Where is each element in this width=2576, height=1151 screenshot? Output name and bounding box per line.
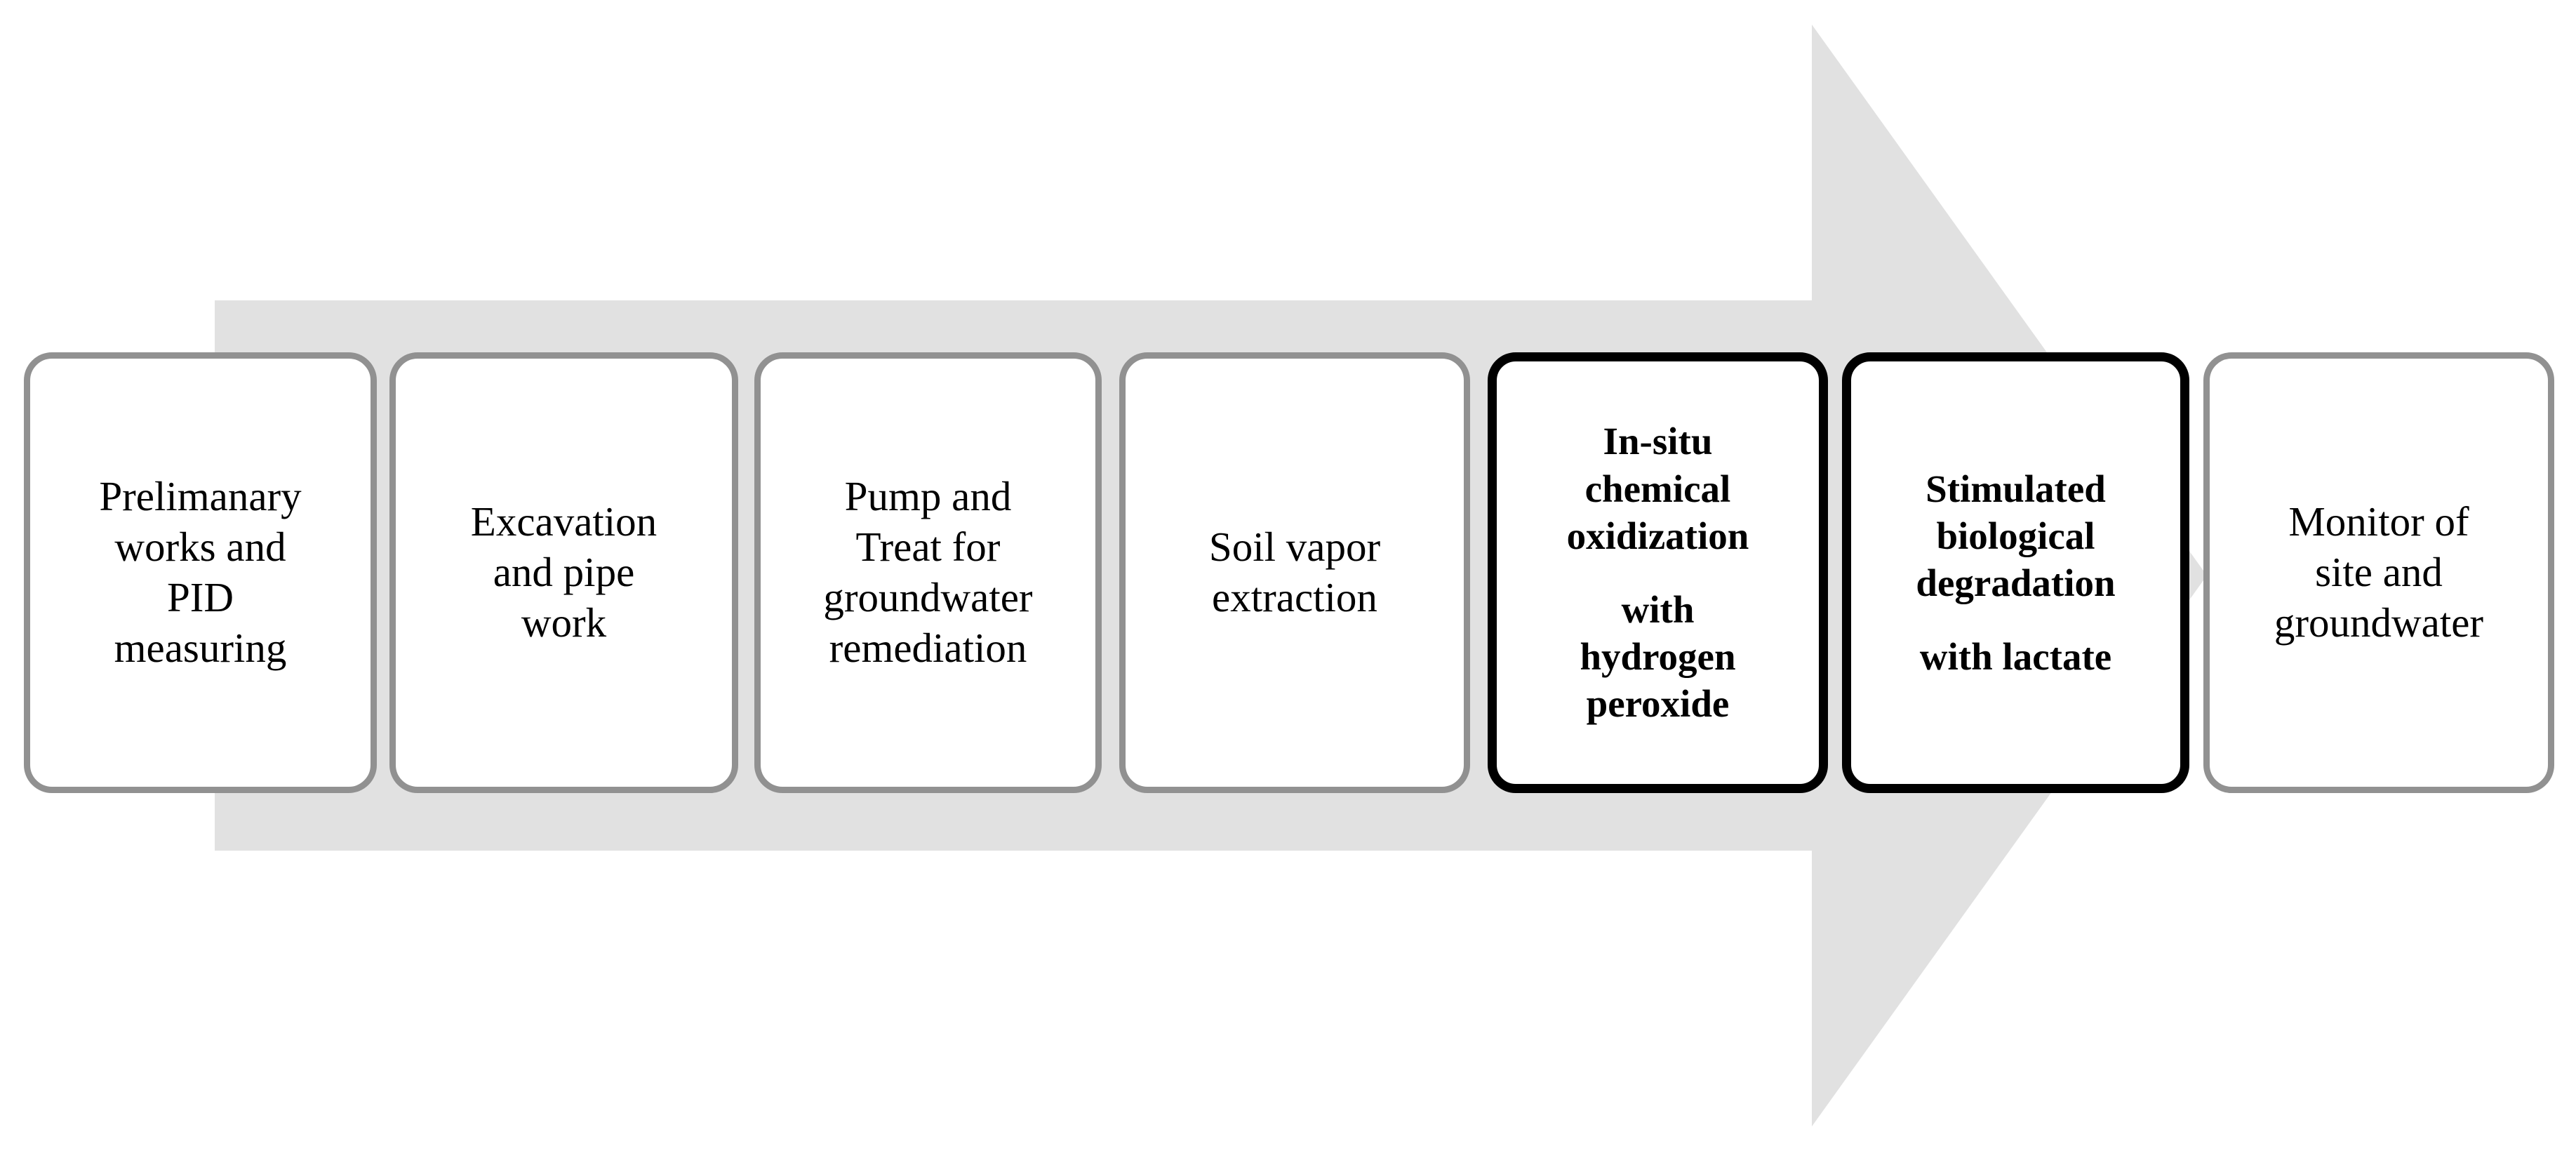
step-line: Monitor of bbox=[2288, 498, 2469, 545]
step-line: works and bbox=[114, 524, 286, 571]
step-line: PID bbox=[166, 574, 234, 620]
step-line: Soil vapor bbox=[1208, 524, 1381, 571]
process-steps-row: Prelimanary works and PID measuring Exca… bbox=[0, 352, 2576, 793]
step-line: with lactate bbox=[1919, 635, 2112, 679]
step-line-gap bbox=[1507, 559, 1809, 587]
step-box-pump-and-treat[interactable]: Pump and Treat for groundwater remediati… bbox=[754, 352, 1102, 793]
step-line: In-situ bbox=[1603, 420, 1713, 463]
step-line: remediation bbox=[829, 624, 1027, 671]
step-box-stimulated-biological-degradation[interactable]: Stimulated biological degradation with l… bbox=[1842, 352, 2189, 793]
step-label-in-situ-chemical-oxidization: In-situ chemical oxidization with hydrog… bbox=[1497, 418, 1819, 727]
step-label-stimulated-biological-degradation: Stimulated biological degradation with l… bbox=[1851, 465, 2180, 681]
step-line: measuring bbox=[114, 624, 287, 671]
step-label-pump-and-treat: Pump and Treat for groundwater remediati… bbox=[761, 472, 1095, 674]
step-line: oxidization bbox=[1566, 514, 1749, 557]
step-line: hydrogen bbox=[1580, 635, 1736, 679]
step-line: work bbox=[521, 599, 607, 646]
step-line: Excavation bbox=[470, 498, 658, 545]
step-line: chemical bbox=[1584, 467, 1731, 510]
step-box-excavation-pipe-work[interactable]: Excavation and pipe work bbox=[389, 352, 738, 793]
step-label-monitor-site-groundwater: Monitor of site and groundwater bbox=[2210, 497, 2548, 648]
step-line: groundwater bbox=[2274, 599, 2484, 646]
step-box-soil-vapor-extraction[interactable]: Soil vapor extraction bbox=[1119, 352, 1470, 793]
step-line: biological bbox=[1936, 514, 2095, 557]
step-line-gap bbox=[1861, 606, 2170, 634]
step-label-excavation-pipe-work: Excavation and pipe work bbox=[396, 497, 732, 648]
step-line: groundwater bbox=[823, 574, 1033, 620]
step-line: Treat for bbox=[855, 524, 1001, 571]
step-line: Stimulated bbox=[1926, 467, 2106, 510]
step-box-monitor-site-groundwater[interactable]: Monitor of site and groundwater bbox=[2203, 352, 2554, 793]
step-line: with bbox=[1621, 588, 1695, 632]
step-line: degradation bbox=[1916, 561, 2116, 604]
step-label-preliminary-works: Prelimanary works and PID measuring bbox=[30, 472, 371, 674]
step-box-preliminary-works[interactable]: Prelimanary works and PID measuring bbox=[24, 352, 377, 793]
step-line: peroxide bbox=[1586, 682, 1730, 726]
step-label-soil-vapor-extraction: Soil vapor extraction bbox=[1126, 522, 1464, 623]
step-line: site and bbox=[2315, 549, 2443, 596]
step-line: and pipe bbox=[493, 549, 635, 596]
step-box-in-situ-chemical-oxidization[interactable]: In-situ chemical oxidization with hydrog… bbox=[1488, 352, 1828, 793]
step-line: Prelimanary bbox=[99, 473, 302, 520]
step-line: extraction bbox=[1212, 574, 1377, 620]
step-line: Pump and bbox=[844, 473, 1012, 520]
